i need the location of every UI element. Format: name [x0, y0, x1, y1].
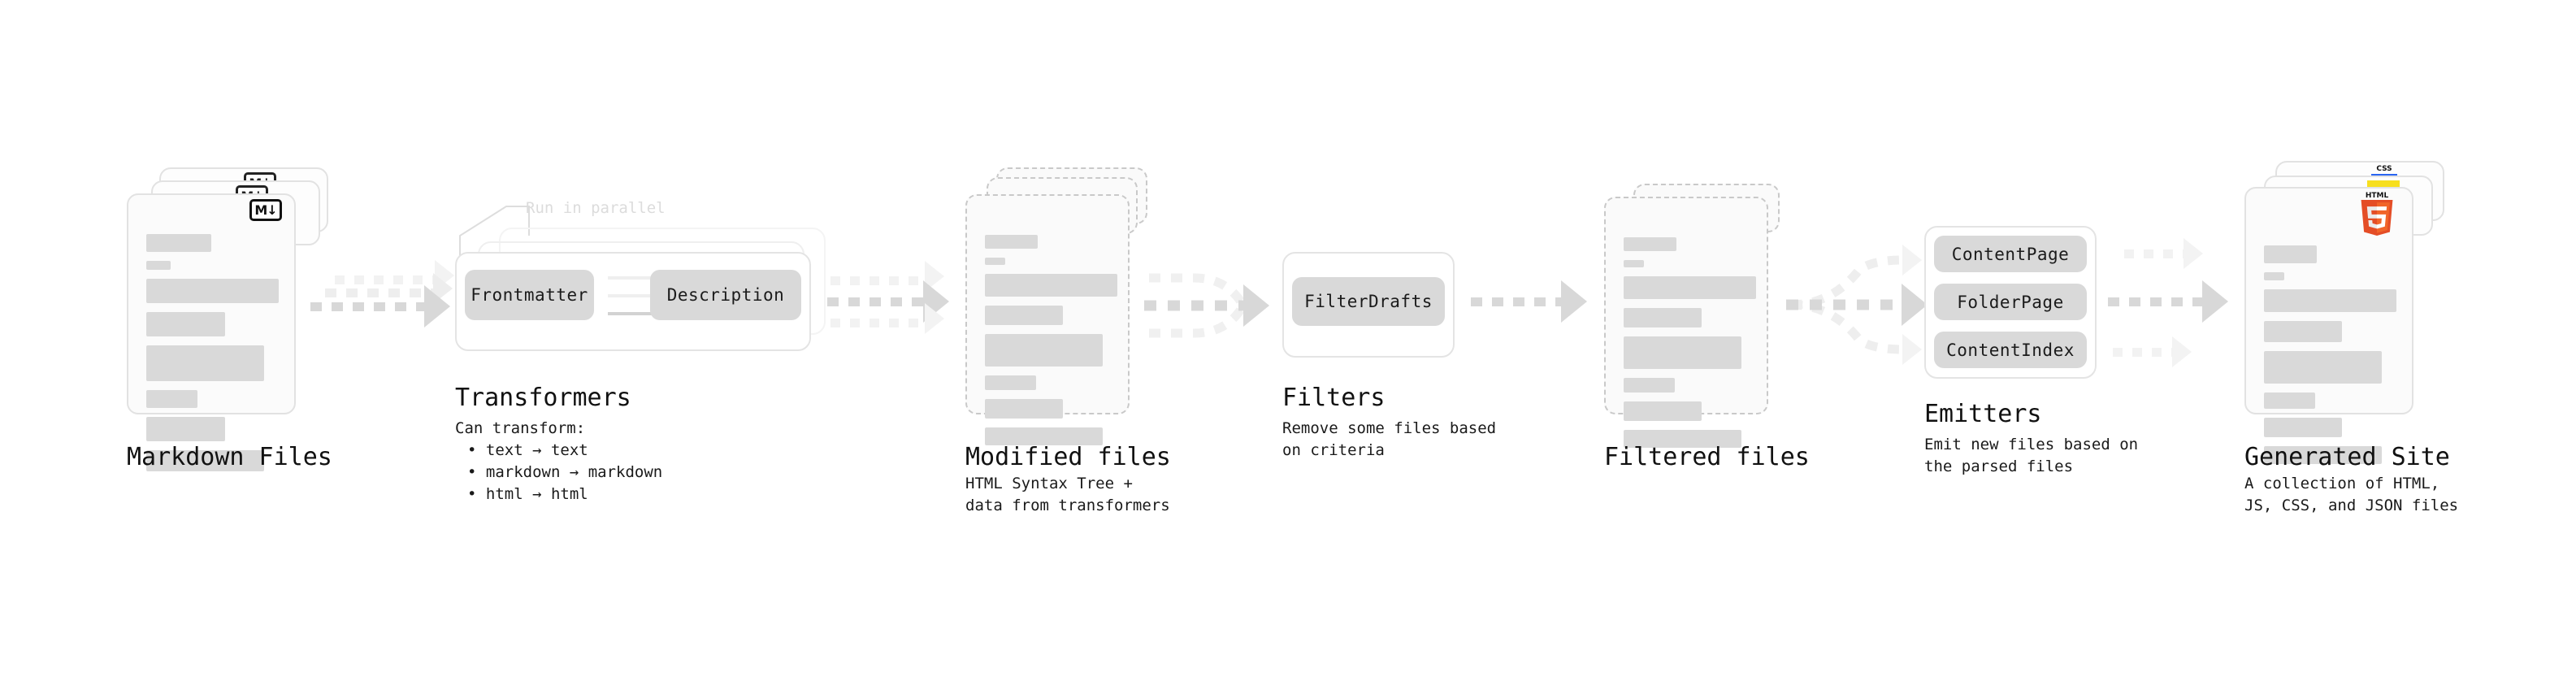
arrow-dash-mid: [827, 297, 928, 306]
arrow-head-bottom: [424, 285, 450, 327]
html5-badge-label: HTML: [2365, 192, 2389, 200]
parallel-bracket: [459, 206, 530, 257]
modified-card-front: [965, 194, 1130, 445]
merge-arrow: [1144, 273, 1251, 338]
transformers-bullet-1-label: markdown → markdown: [485, 463, 663, 481]
html5-shield-icon: [2361, 200, 2393, 236]
arrow-head: [1561, 280, 1587, 323]
filters-subtitle: Remove some files based on criteria: [1282, 419, 1497, 459]
filtered-skeleton-bars: [1624, 237, 1756, 457]
arrow-dash-bottom: [2113, 348, 2188, 357]
arrow-dash-mid: [325, 288, 437, 297]
filters-title: Filters: [1282, 384, 1386, 412]
arrow-dash-top: [830, 276, 928, 285]
split-head-mid: [1902, 284, 1928, 326]
generated-site-subtitle: A collection of HTML, JS, CSS, and JSON …: [2244, 475, 2459, 514]
transformers-title: Transformers: [455, 384, 631, 412]
markdown-badge-front: M↓: [249, 199, 282, 221]
markdown-skeleton-bars: [146, 234, 279, 480]
transformers-bullet-2-label: html → html: [485, 485, 588, 503]
split-head-bottom: [1902, 334, 1922, 365]
split-arrow: [1786, 255, 1908, 354]
arrow-dash: [1471, 297, 1568, 306]
arrow-dash-bottom: [310, 302, 429, 311]
filtered-files-title: Filtered files: [1604, 443, 1810, 471]
modified-skeleton-bars: [985, 235, 1117, 454]
emitters-chip-contentindex[interactable]: ContentIndex: [1934, 332, 2087, 368]
split-head-top: [1902, 245, 1922, 275]
markdown-card-front: [127, 193, 296, 471]
arrow-dash-bottom: [830, 319, 928, 327]
emitters-title: Emitters: [1924, 400, 2042, 428]
transformers-subtitle: Can transform:: [455, 419, 586, 437]
emitters-chip-folderpage[interactable]: FolderPage: [1934, 284, 2087, 320]
css-badge-label: CSS: [2376, 165, 2392, 173]
transformers-bullet-0: • text → text: [467, 441, 588, 459]
run-in-parallel-label: Run in parallel: [526, 199, 666, 217]
modified-files-subtitle: HTML Syntax Tree + data from transformer…: [965, 475, 1170, 514]
arrow-head-mid: [2202, 280, 2228, 323]
emitters-subtitle: Emit new files based on the parsed files: [1924, 436, 2139, 475]
arrow-head-top: [2184, 238, 2203, 269]
site-skeleton-bars: [2264, 245, 2396, 473]
arrow-dash-mid: [2108, 297, 2205, 306]
transformer-chip-frontmatter[interactable]: Frontmatter: [465, 270, 594, 320]
emitters-chip-contentpage[interactable]: ContentPage: [1934, 236, 2087, 272]
markdown-files-title: Markdown Files: [127, 443, 332, 471]
arrow-dash-top: [335, 275, 439, 284]
arrow-head-bottom: [2172, 336, 2192, 367]
modified-files-title: Modified files: [965, 443, 1171, 471]
transformers-bullet-2: • html → html: [467, 485, 588, 503]
generated-site-title: Generated Site: [2244, 443, 2450, 471]
merge-arrow-head: [1243, 284, 1269, 327]
filters-chip-filterdrafts[interactable]: FilterDrafts: [1292, 277, 1445, 326]
transformer-chip-description[interactable]: Description: [650, 270, 801, 320]
transformers-bullet-1: • markdown → markdown: [467, 463, 663, 481]
arrow-head-bottom: [925, 303, 944, 334]
html5-badge: HTML: [2358, 192, 2396, 237]
transformers-bullet-0-label: text → text: [485, 441, 588, 459]
arrow-dash-top: [2124, 249, 2199, 258]
filtered-card-front: [1604, 197, 1768, 448]
